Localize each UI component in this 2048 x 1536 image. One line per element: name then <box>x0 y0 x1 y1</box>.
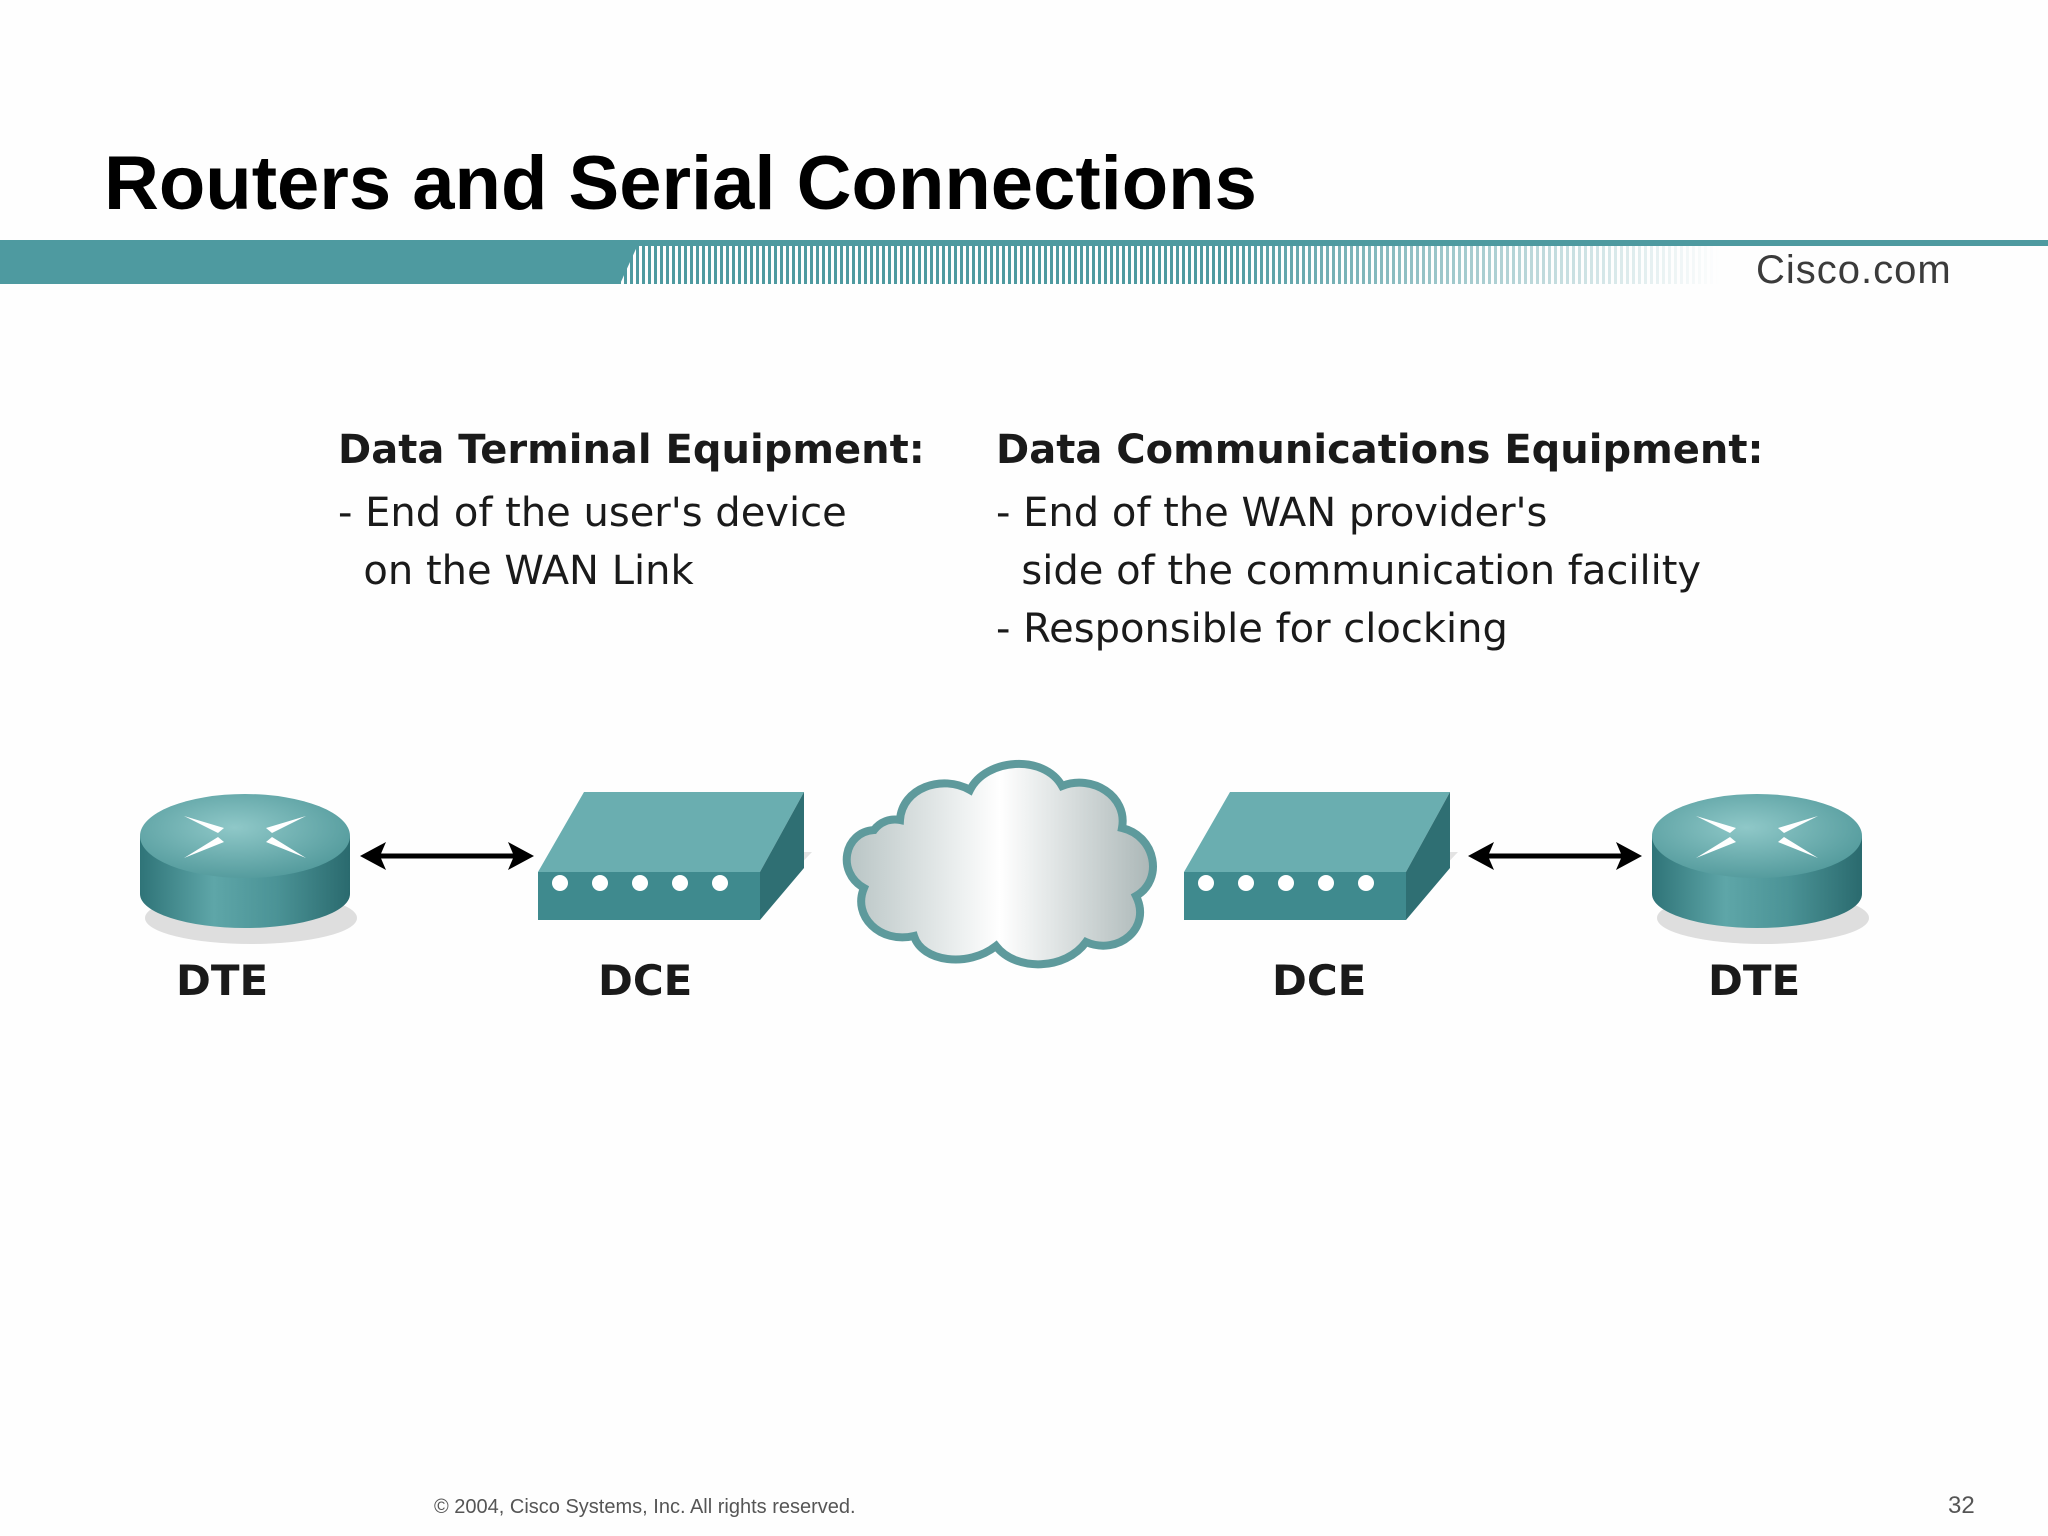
dce-line: - End of the WAN provider's <box>996 490 1548 536</box>
header-banner <box>0 240 2048 284</box>
modem-icon <box>538 792 812 920</box>
dce-line: - Responsible for clocking <box>996 606 1508 652</box>
router-icon <box>140 794 357 944</box>
slide-title: Routers and Serial Connections <box>104 141 1257 226</box>
dce-description: Data Communications Equipment: - End of … <box>996 424 1764 658</box>
device-label: DTE <box>176 956 269 1005</box>
router-icon <box>1652 794 1869 944</box>
dte-description: Data Terminal Equipment: - End of the us… <box>338 424 925 600</box>
double-arrow-icon <box>360 842 534 870</box>
page-number: 32 <box>1948 1492 1975 1519</box>
cloud-icon <box>842 760 1157 969</box>
cisco-logo-text: Cisco.com <box>1756 248 1952 292</box>
dte-heading: Data Terminal Equipment: <box>338 427 925 473</box>
dte-line: on the WAN Link <box>338 548 694 594</box>
dte-line: - End of the user's device <box>338 490 847 536</box>
copyright-notice: © 2004, Cisco Systems, Inc. All rights r… <box>434 1496 856 1518</box>
dce-heading: Data Communications Equipment: <box>996 427 1764 473</box>
device-label: DTE <box>1708 956 1801 1005</box>
device-label: DCE <box>1272 956 1367 1005</box>
device-label: DCE <box>598 956 693 1005</box>
modem-icon <box>1184 792 1458 920</box>
double-arrow-icon <box>1468 842 1642 870</box>
dce-line: side of the communication facility <box>996 548 1702 594</box>
